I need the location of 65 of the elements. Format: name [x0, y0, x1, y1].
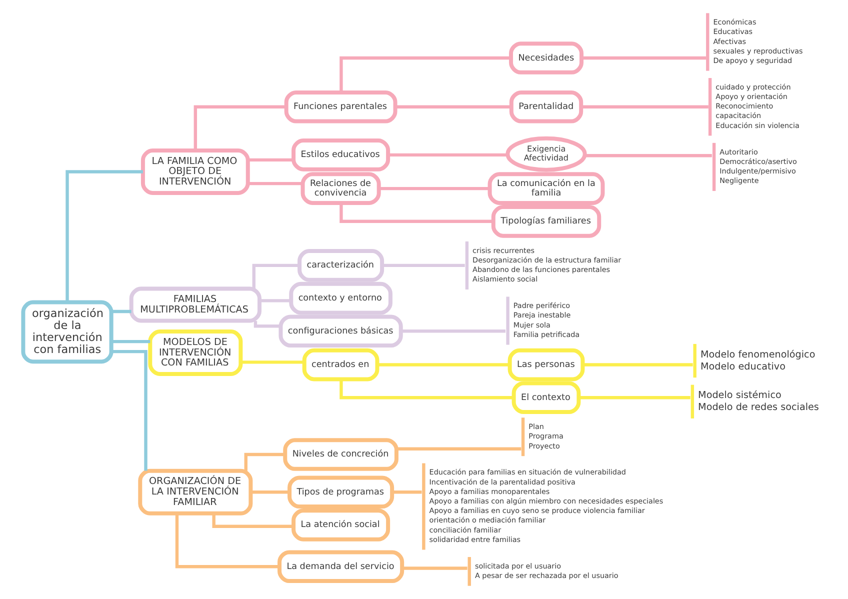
node-box: configuraciones básicas	[278, 314, 402, 348]
node-text: crisis recurrentes Desorganización de la estructura familiar Abandono de las funciones parentales Aislamiento social	[472, 246, 621, 284]
node-text: Educación para familias en situación de vulnerabilidad Incentivación de la parentalidad positiva Apoyo a familias monoparentales Apoyo a familias con algún miembro con necesidades especiales Apoyo a familias en cuyo seno se produce violencia familiar orientación o mediación familiar conciliación familiar solidaridad entre familias	[428, 468, 663, 544]
connector	[378, 186, 490, 190]
connector	[578, 396, 690, 400]
node-box: organización de la intervención con familias	[20, 300, 113, 364]
connector	[396, 447, 521, 450]
connector	[584, 154, 712, 158]
connector	[394, 105, 511, 108]
connector	[65, 170, 142, 302]
node-ellipse: Exigencia Afectividad	[505, 136, 586, 172]
node-text: Padre periférico Pareja inestable Mujer sola Familia petrificada	[512, 301, 580, 339]
node-box: FAMILIAS MULTIPROBLEMÁTICAS	[128, 286, 261, 323]
connector	[250, 490, 289, 494]
node-text: Plan Programa Proyecto	[528, 422, 563, 450]
node-box: centrados en	[302, 348, 379, 382]
node-box: La atención social	[291, 508, 390, 542]
connector	[339, 379, 514, 400]
connector	[392, 490, 422, 494]
connector	[400, 330, 506, 333]
node-text: Económicas Educativas Afectivas sexuales y reproductivas De apoyo y seguridad	[712, 18, 802, 65]
node-box: La demanda del servicio	[277, 550, 404, 584]
node-box: Estilos educativos	[291, 138, 390, 172]
node-box: Tipos de programas	[287, 476, 394, 509]
node-box: El contexto	[511, 381, 580, 414]
node-text: Modelo fenomenológico Modelo educativo	[700, 349, 815, 372]
node-box: caracterización	[297, 249, 384, 282]
node-box: Niveles de concreción	[282, 438, 398, 471]
connector	[382, 264, 464, 268]
connector	[193, 105, 286, 150]
connector	[110, 340, 150, 344]
connector	[247, 182, 302, 186]
connector	[244, 452, 285, 471]
connector	[259, 299, 290, 302]
node-box: Parentalidad	[508, 90, 583, 124]
connector	[582, 363, 692, 366]
node-text: cuidado y protección Apoyo y orientación Reconocimiento capacitación Educación sin violencia	[715, 82, 799, 130]
node-text: Autoritario Democrático/asertivo Indulgente/permisivo Negligente	[719, 147, 796, 186]
node-box: ORGANIZACIÓN DE LA INTERVENCIÓN FAMILIAR	[138, 468, 252, 516]
connector	[402, 566, 467, 570]
connector	[174, 514, 279, 568]
connector	[339, 203, 493, 223]
node-box: Necesidades	[508, 42, 583, 74]
node-text: solicitada por el usuario A pesar de ser rechazada por el usuario	[474, 561, 618, 580]
connector	[110, 310, 131, 314]
connector	[212, 514, 294, 528]
node-box: contexto y entorno	[288, 282, 392, 315]
connector	[339, 56, 510, 92]
node-box: Las personas	[507, 348, 584, 382]
node-box: Tipologías familiares	[490, 204, 601, 238]
node-box: Relaciones de convivencia	[300, 172, 380, 205]
connector	[252, 264, 299, 289]
node-box: Funciones parentales	[284, 90, 397, 124]
node-box: MODELOS DE INTERVENCIÓN CON FAMILIAS	[148, 330, 242, 376]
node-box: La comunicación en la familia	[487, 172, 604, 205]
connector	[240, 360, 304, 364]
connector	[581, 56, 706, 60]
connector	[247, 158, 293, 162]
connector	[388, 153, 508, 157]
connector	[376, 363, 510, 366]
connector	[110, 350, 147, 471]
node-text: Modelo sistémico Modelo de redes sociales	[698, 390, 818, 414]
connector	[580, 105, 708, 108]
node-box: LA FAMILIA COMO OBJETO DE INTERVENCIÓN	[140, 148, 250, 195]
connector	[253, 320, 280, 328]
